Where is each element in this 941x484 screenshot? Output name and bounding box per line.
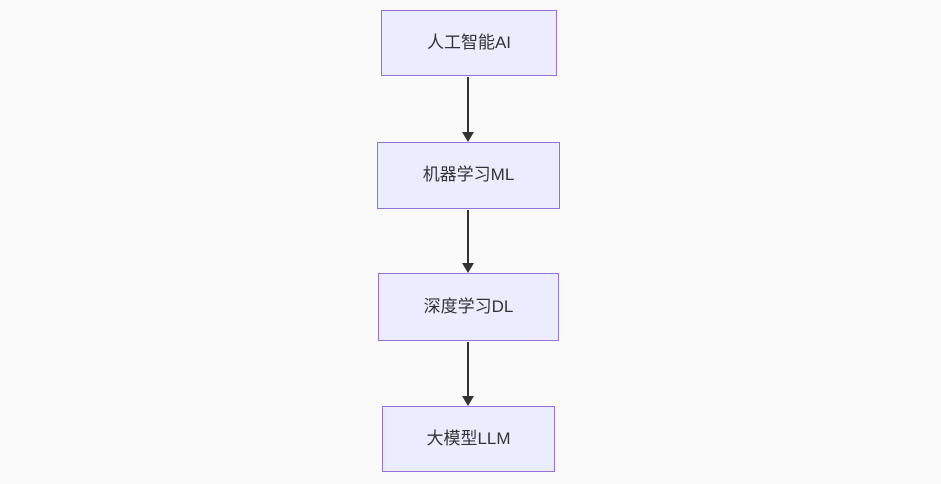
node-large-language-model: 大模型LLM — [382, 406, 555, 472]
node-label: 人工智能AI — [426, 32, 512, 52]
arrow-ai-to-ml — [462, 77, 474, 142]
node-label: 深度学习DL — [423, 296, 514, 316]
node-label: 大模型LLM — [426, 428, 511, 448]
node-label: 机器学习ML — [422, 165, 515, 185]
arrow-ml-to-dl — [462, 210, 474, 273]
node-artificial-intelligence: 人工智能AI — [381, 10, 557, 76]
node-deep-learning: 深度学习DL — [378, 273, 559, 341]
arrow-dl-to-llm — [462, 342, 474, 406]
node-machine-learning: 机器学习ML — [377, 142, 560, 209]
